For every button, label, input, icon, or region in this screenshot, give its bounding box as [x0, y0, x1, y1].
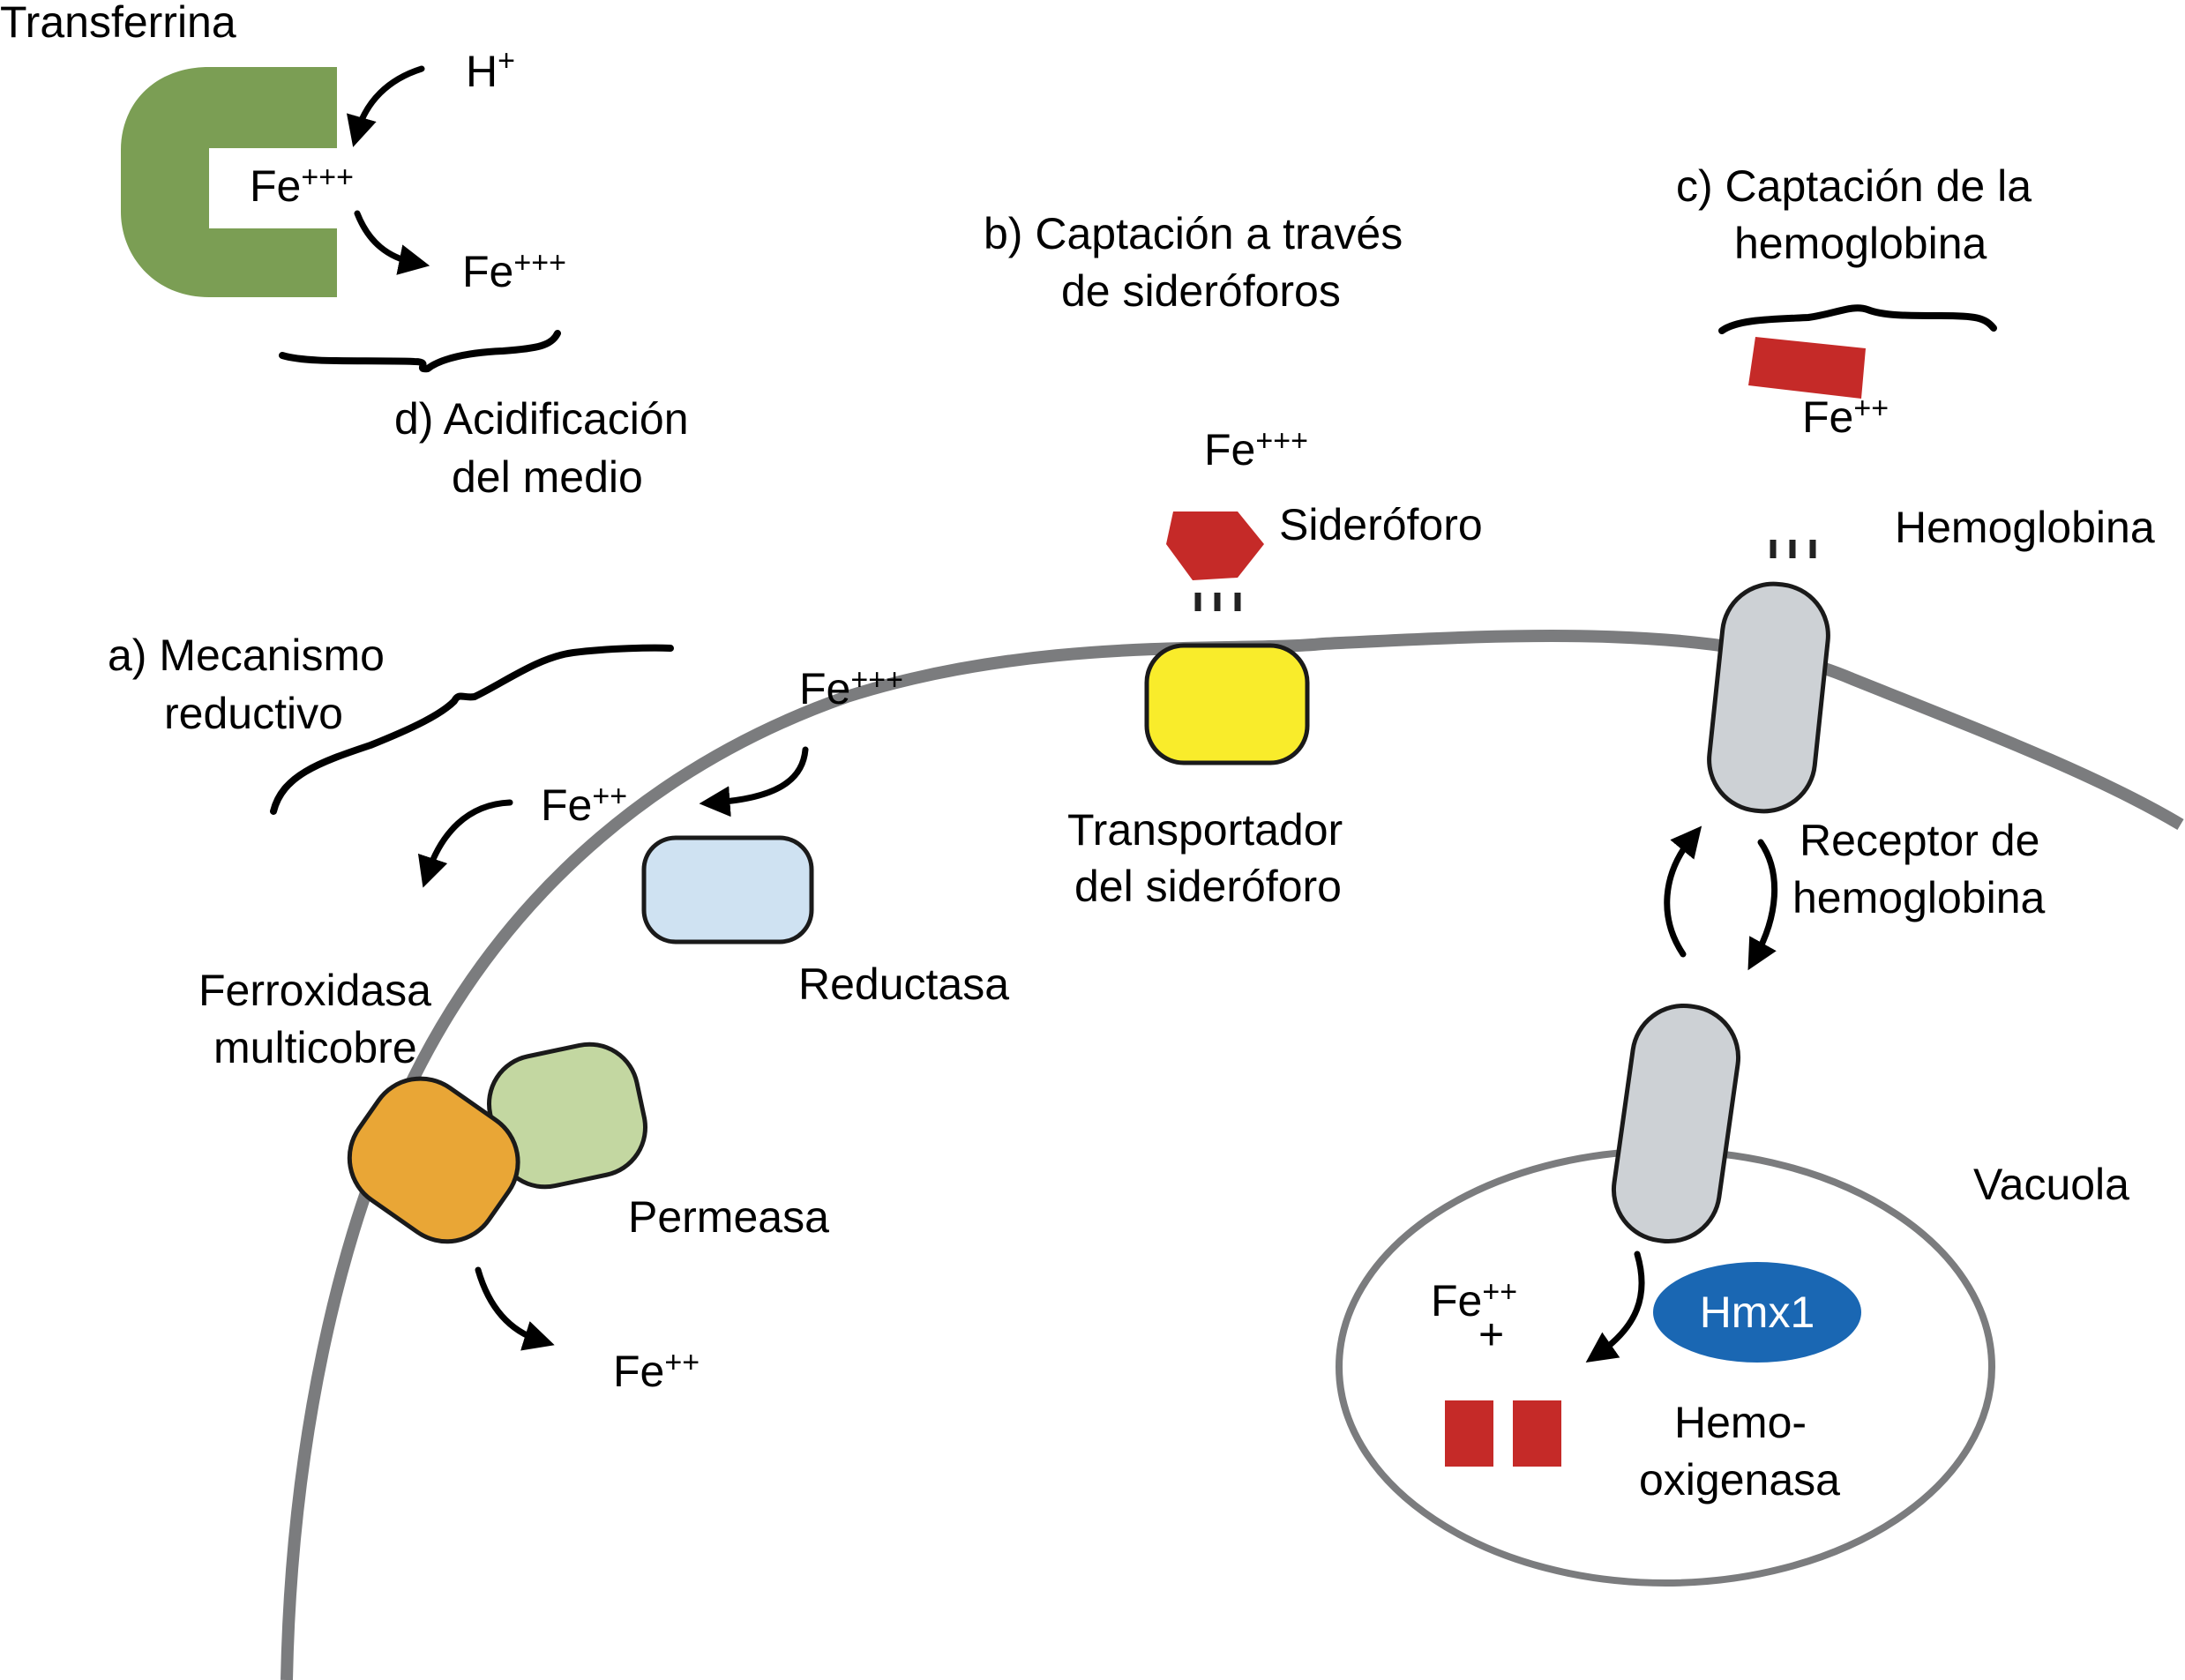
internalization-arrow [475, 1266, 555, 1351]
hemoglobin-binding-marks [1770, 540, 1816, 558]
proton-arrow [346, 65, 425, 147]
mechanism-b-line2: de sideróforos [1061, 266, 1341, 316]
hmx1-enzyme [1653, 1262, 1861, 1363]
reductase-protein [641, 835, 814, 945]
hmx1-label: Hmx1 [1700, 1288, 1815, 1337]
brace-d [279, 330, 561, 373]
heme-product-1 [1445, 1400, 1493, 1467]
brace-a [270, 644, 674, 815]
hemoglobin-receptor-membrane [1707, 581, 1830, 814]
mechanism-c-line2: hemoglobina [1734, 219, 1987, 268]
ferroxidase-line2: multicobre [213, 1023, 417, 1072]
degradation-arrow [1585, 1251, 1645, 1363]
endocytosis-arrow [1747, 839, 1778, 971]
mechanism-d-line1: d) Acidificación [394, 394, 689, 444]
transferrin-protein [121, 67, 337, 297]
permease-label: Permeasa [628, 1192, 829, 1242]
receptor-line1: Receptor de [1800, 816, 2039, 865]
mechanism-a-line2: reductivo [164, 689, 343, 738]
products-fe2-label: Fe++ [1431, 1275, 1517, 1325]
proton-label: H+ [466, 44, 515, 96]
release-arrow [354, 210, 430, 275]
siderophore-molecule [1166, 511, 1264, 580]
transporter-line1: Transportador [1067, 805, 1343, 855]
transferrin-bound-iron: Fe+++ [250, 161, 354, 211]
hemoglobin-fe2-label: Fe++ [1802, 392, 1889, 442]
reductive-fe2-label: Fe++ [541, 780, 627, 830]
siderophore-fe3-label: Fe+++ [1204, 424, 1308, 474]
transporter-line2: del sideróforo [1074, 862, 1342, 911]
siderophore-binding-marks [1194, 593, 1241, 611]
released-iron-label: Fe+++ [462, 246, 566, 296]
heme-oxygenase-line1: Hemo- [1674, 1398, 1807, 1447]
reductive-fe3-label: Fe+++ [799, 663, 903, 713]
transferrin-label: Transferrina [0, 0, 236, 47]
heme-oxygenase-line2: oxigenasa [1639, 1455, 1840, 1505]
mechanism-d-line2: del medio [452, 452, 643, 502]
mechanism-b-line1: b) Captación a través [984, 209, 1403, 258]
hemoglobin-receptor-vacuole [1611, 1003, 1741, 1244]
brace-c [1718, 304, 1997, 334]
siderophore-label: Sideróforo [1279, 500, 1483, 549]
siderophore-transporter [1144, 643, 1310, 765]
vacuole-label: Vacuola [1973, 1160, 2129, 1209]
receptor-line2: hemoglobina [1792, 873, 2046, 922]
ferroxidase-protein [347, 1076, 520, 1244]
internal-fe2-label: Fe++ [613, 1346, 700, 1396]
reduction-arrow [699, 746, 809, 818]
mechanism-c-line1: c) Captación de la [1676, 161, 2032, 211]
heme-product-2 [1513, 1400, 1561, 1467]
mechanism-a-line1: a) Mecanismo [108, 631, 385, 680]
hemoglobin-label: Hemoglobina [1895, 503, 2155, 552]
products-plus: + [1478, 1310, 1504, 1359]
fe2-to-permease-arrow [417, 799, 513, 888]
recycling-arrow [1664, 825, 1702, 958]
reductase-label: Reductasa [798, 959, 1009, 1009]
hemoglobin-molecule [1748, 337, 1866, 399]
ferroxidase-line1: Ferroxidasa [198, 966, 431, 1015]
